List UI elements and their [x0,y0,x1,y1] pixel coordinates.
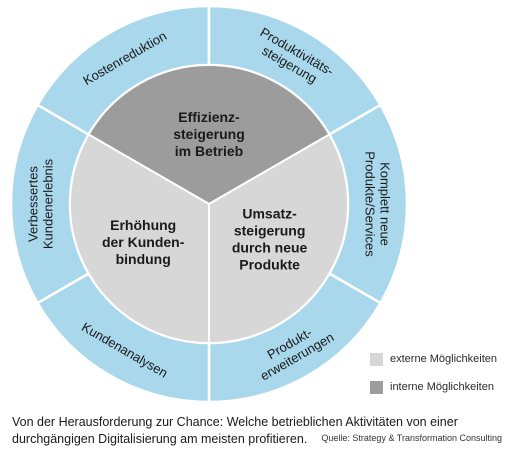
inner-sector-umsatzsteigerung [208,133,349,345]
inner-sector-kundenbindung [69,133,210,345]
figure-caption: Von der Herausforderung zur Chance: Welc… [12,415,458,446]
legend-item-internal: interne Möglichkeiten [370,376,497,398]
legend-swatch-external [370,352,383,366]
legend-item-external: externe Möglichkeiten [370,348,497,370]
ring-label-verbessertes-kundenerlebnis: VerbessertesKundenerlebnis [26,158,56,249]
legend: externe Möglichkeiten interne Möglichkei… [370,348,497,404]
legend-label-external: externe Möglichkeiten [390,353,498,365]
source-note: Quelle: Strategy & Transformation Consul… [321,433,502,443]
legend-swatch-internal [370,380,383,394]
inner-circle [69,64,349,345]
ring-label-komplett-neue-produkte: Komplett neueProdukte/Services [363,151,393,257]
legend-label-internal: interne Möglichkeiten [390,381,494,393]
outer-ring [9,4,409,404]
